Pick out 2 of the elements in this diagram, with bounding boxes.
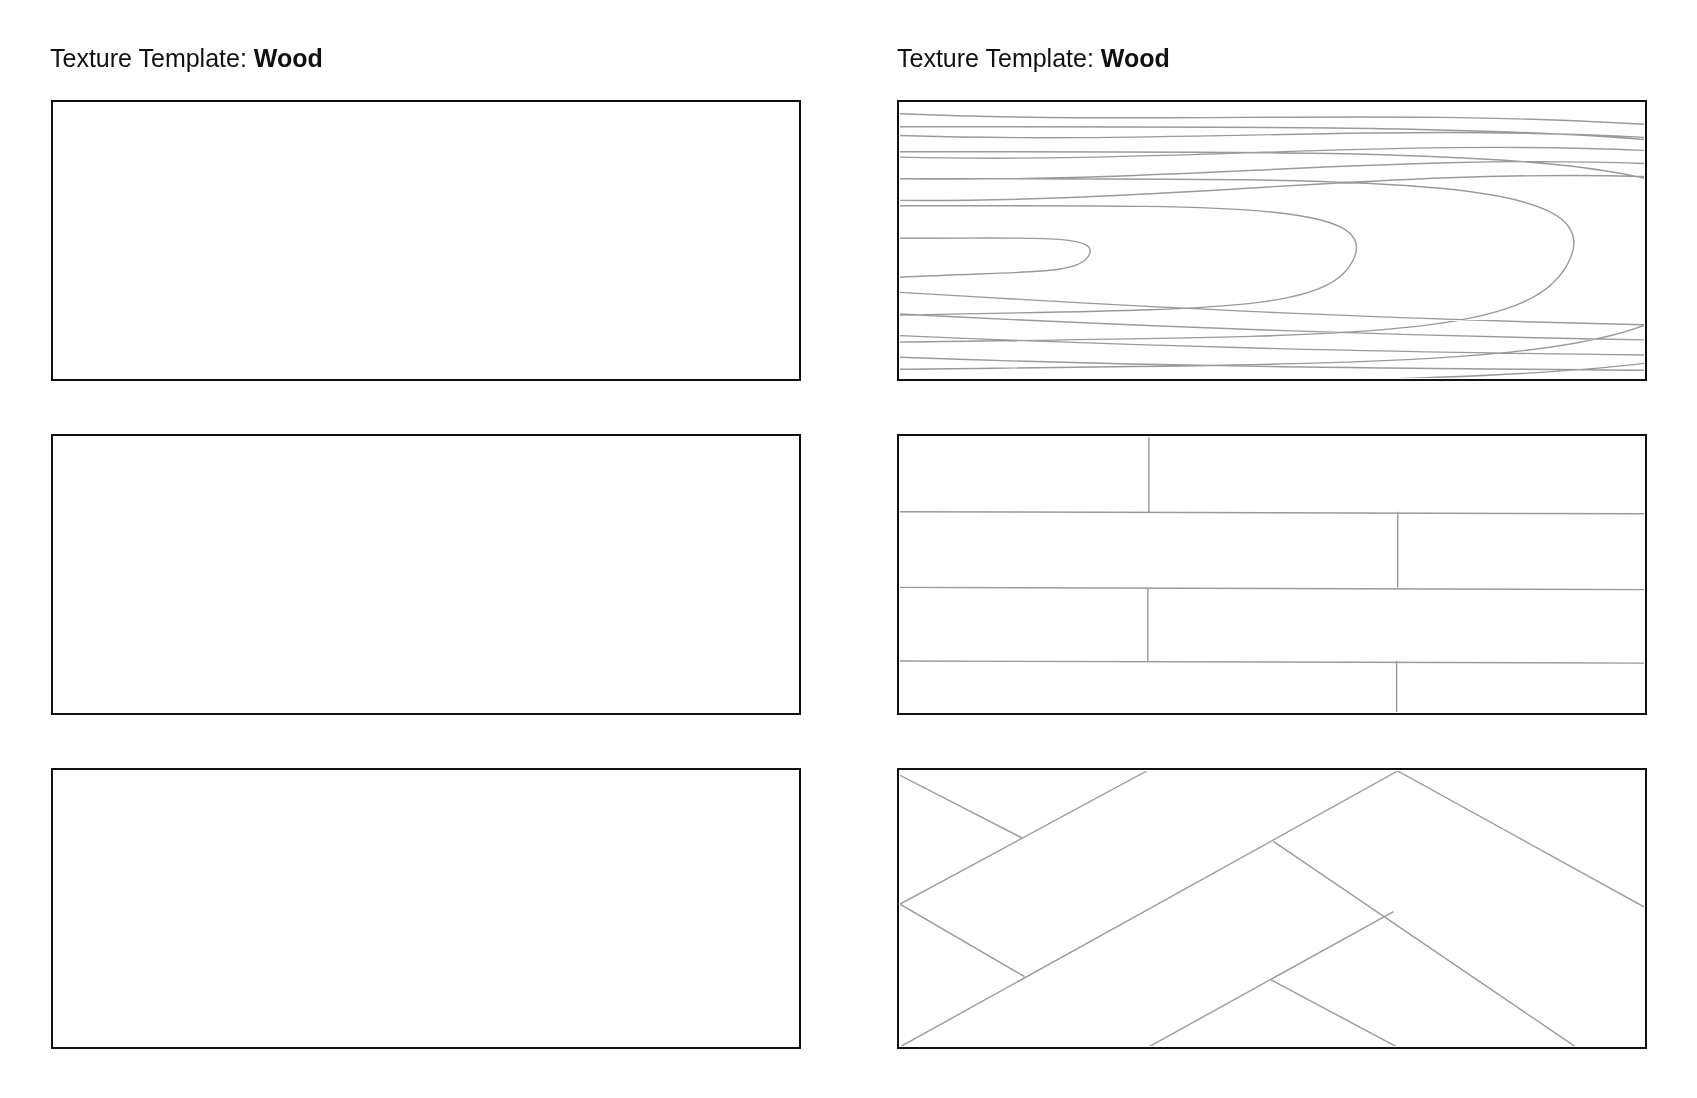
template-heading: Texture Template: Wood <box>50 44 323 73</box>
template-heading: Texture Template: Wood <box>897 44 1170 73</box>
